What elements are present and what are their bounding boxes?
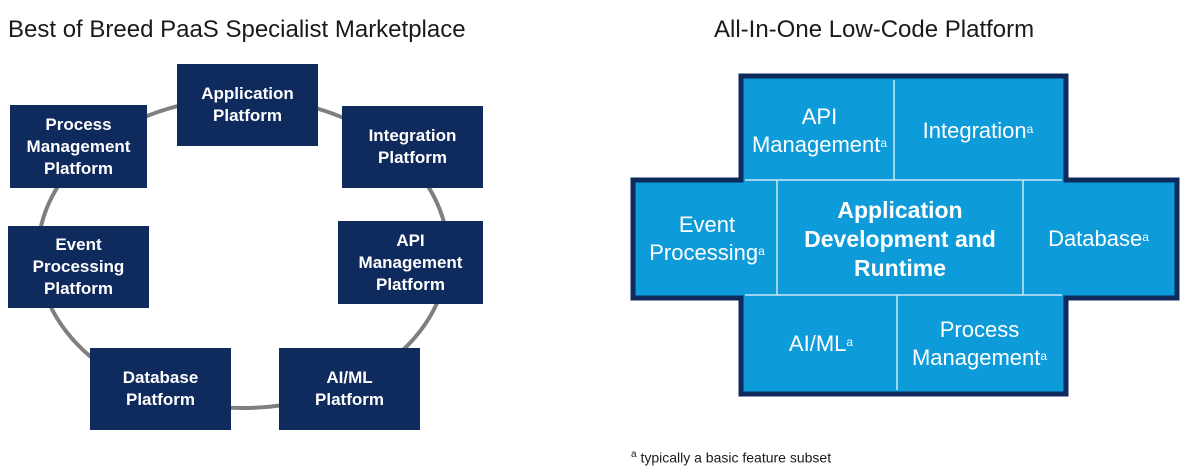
left-diagram-title: Best of Breed PaaS Specialist Marketplac… bbox=[8, 16, 466, 43]
footnote-marker: a bbox=[1026, 122, 1034, 136]
node-integration-platform: Integration Platform bbox=[342, 106, 483, 188]
node-label: Process Management Platform bbox=[26, 114, 131, 178]
cell-label: API Management bbox=[751, 104, 881, 157]
cell-label: Database bbox=[1048, 226, 1143, 251]
cell-label: Process Management bbox=[911, 317, 1041, 370]
cell-database: Databasea bbox=[1023, 183, 1174, 295]
cell-process-management: Process Managementa bbox=[897, 297, 1062, 391]
cell-aiml: AI/MLa bbox=[745, 297, 897, 391]
footnote-marker: a bbox=[1040, 349, 1048, 363]
cell-label: Event Processing bbox=[649, 212, 759, 265]
footnote-marker: a bbox=[1142, 230, 1149, 244]
cell-application-development-runtime: Application Development and Runtime bbox=[777, 183, 1023, 295]
node-api-management-platform: API Management Platform bbox=[338, 221, 483, 304]
cell-label: Integration bbox=[922, 118, 1027, 143]
footnote-text: typically a basic feature subset bbox=[636, 449, 832, 466]
cell-api-management: API Managementa bbox=[745, 82, 894, 180]
node-label: Application Platform bbox=[201, 84, 294, 125]
cell-event-processing: Event Processinga bbox=[637, 183, 777, 295]
node-aiml-platform: AI/ML Platform bbox=[279, 348, 420, 430]
cell-label: Application Development and Runtime bbox=[804, 196, 996, 281]
footnote: a typically a basic feature subset bbox=[631, 449, 831, 466]
node-database-platform: Database Platform bbox=[90, 348, 231, 430]
node-label: Event Processing Platform bbox=[32, 235, 125, 298]
node-process-management-platform: Process Management Platform bbox=[10, 105, 147, 188]
right-diagram-title: All-In-One Low-Code Platform bbox=[714, 16, 1035, 43]
footnote-marker: a bbox=[846, 335, 854, 349]
footnote-marker: a bbox=[880, 136, 888, 150]
footnote-marker: a bbox=[631, 449, 637, 460]
node-label: Database Platform bbox=[122, 368, 199, 409]
footnote-marker: a bbox=[758, 244, 765, 258]
node-event-processing-platform: Event Processing Platform bbox=[8, 226, 149, 308]
cell-label: AI/ML bbox=[788, 331, 847, 356]
cell-integration: Integrationa bbox=[894, 82, 1062, 180]
node-application-platform: Application Platform bbox=[177, 64, 318, 146]
node-label: AI/ML Platform bbox=[315, 368, 384, 409]
node-label: API Management Platform bbox=[358, 230, 463, 294]
node-label: Integration Platform bbox=[368, 126, 457, 167]
